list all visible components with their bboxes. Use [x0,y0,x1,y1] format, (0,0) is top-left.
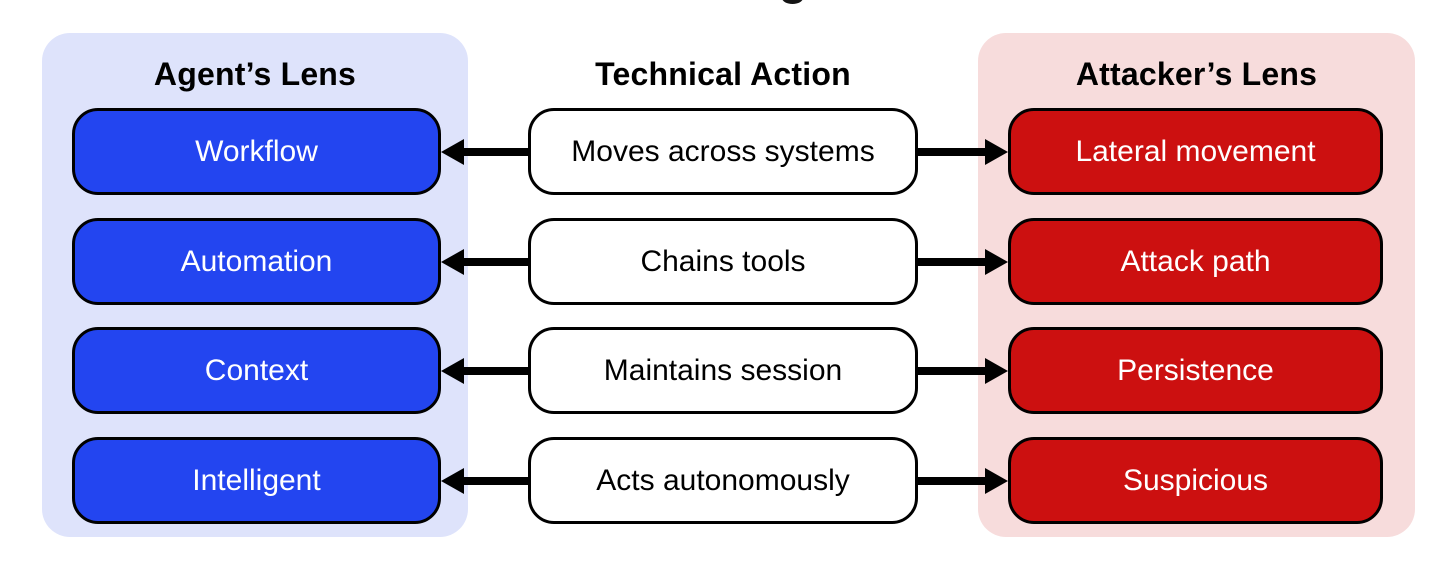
arrowhead-right-icon [985,138,1008,165]
arrowhead-right-icon [985,467,1008,494]
agent-lens-box: Context [72,327,441,414]
arrow-shaft [918,366,985,375]
agent-lens-box: Automation [72,218,441,305]
right-arrow-icon [918,357,1008,384]
arrowhead-right-icon [985,357,1008,384]
left-arrow-icon [441,467,528,494]
diagram-row: Intelligent Acts autonomously Suspicious [0,437,1456,524]
left-arrow-icon [441,248,528,275]
arrow-shaft [918,147,985,156]
technical-action-title: Technical Action [595,56,851,92]
attacker-lens-box: Lateral movement [1008,108,1383,195]
arrowhead-left-icon [441,138,464,165]
arrowhead-left-icon [441,467,464,494]
arrowhead-left-icon [441,248,464,275]
technical-action-box: Moves across systems [528,108,918,195]
arrow-shaft [464,257,528,266]
technical-action-box: Acts autonomously [528,437,918,524]
attacker-lens-title: Attacker’s Lens [1075,56,1318,92]
arrow-shaft [464,366,528,375]
right-arrow-icon [918,467,1008,494]
arrow-shaft [918,257,985,266]
right-arrow-icon [918,138,1008,165]
diagram-row: Automation Chains tools Attack path [0,218,1456,305]
technical-action-box: Chains tools [528,218,918,305]
arrow-shaft [918,476,985,485]
cropped-title-glyph [782,0,803,4]
left-arrow-icon [441,138,528,165]
technical-action-box: Maintains session [528,327,918,414]
arrow-shaft [464,147,528,156]
diagram-row: Context Maintains session Persistence [0,327,1456,414]
agent-lens-box: Workflow [72,108,441,195]
arrowhead-left-icon [441,357,464,384]
diagram-row: Workflow Moves across systems Lateral mo… [0,108,1456,195]
agent-lens-box: Intelligent [72,437,441,524]
arrow-shaft [464,476,528,485]
left-arrow-icon [441,357,528,384]
attacker-lens-box: Suspicious [1008,437,1383,524]
attacker-lens-box: Persistence [1008,327,1383,414]
attacker-lens-box: Attack path [1008,218,1383,305]
right-arrow-icon [918,248,1008,275]
agent-lens-title: Agent’s Lens [153,56,357,92]
arrowhead-right-icon [985,248,1008,275]
